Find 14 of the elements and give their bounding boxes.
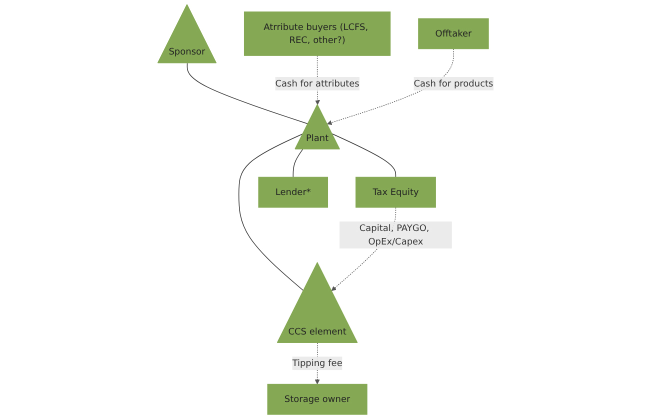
connector xyxy=(238,133,304,292)
connector xyxy=(186,62,308,124)
edge-label: Cash for products xyxy=(414,78,494,89)
edge-label: Capital, PAYGO, OpEx/Capex xyxy=(359,222,430,247)
edge-label: Tipping fee xyxy=(292,358,342,368)
node-box: Atrribute buyers (LCFS, REC, other?) xyxy=(244,12,391,56)
node-box: Tax Equity xyxy=(356,176,436,208)
node-box: Storage owner xyxy=(267,384,368,415)
node-box: Lender* xyxy=(258,176,328,208)
edge-label: Cash for attributes xyxy=(275,78,360,89)
node-box: Offtaker xyxy=(418,18,489,50)
connector xyxy=(332,133,396,178)
arrow xyxy=(326,48,454,125)
connector xyxy=(292,148,304,178)
